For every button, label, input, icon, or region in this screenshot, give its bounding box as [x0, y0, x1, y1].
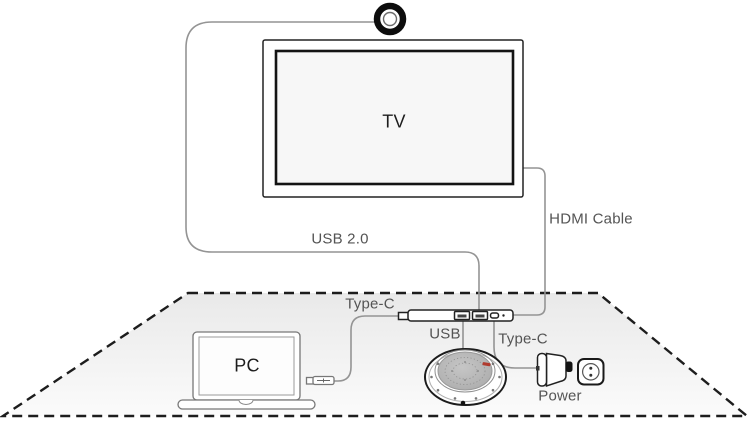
hub-usb-port-2-tongue [475, 314, 485, 318]
rim-led [436, 388, 440, 392]
hdmi-cable-label: HDMI Cable [549, 210, 633, 228]
tv-screen [274, 49, 515, 186]
rim-led [491, 388, 495, 392]
speakerphone-disk-ring [434, 349, 496, 393]
rim-led [436, 362, 440, 366]
power-label: Power [538, 387, 582, 405]
wall-socket [577, 358, 605, 386]
mute-indicator [482, 362, 491, 367]
hdmi-cable [513, 167, 546, 316]
usb-speaker-label: USB [429, 325, 461, 343]
usb2-cable [185, 21, 480, 312]
hub-usb-port-1-tongue [457, 314, 467, 318]
tv-display [262, 39, 524, 198]
speakerphone-button [460, 400, 466, 406]
grille-dot [464, 379, 466, 381]
pc-label: PC [234, 355, 260, 376]
rim-led [453, 397, 457, 400]
typec-pc-label: Type-C [345, 295, 395, 313]
grille-dot [451, 370, 453, 372]
socket-hole-top [589, 366, 593, 370]
rim-led [474, 397, 478, 400]
adapter-typec-inlet [536, 366, 540, 371]
tv-label: TV [382, 111, 406, 132]
webcam-icon [373, 2, 407, 36]
hub-led [502, 314, 505, 317]
speakerphone [424, 348, 507, 406]
rim-led [498, 375, 501, 379]
typec-cable-pc [333, 315, 400, 382]
socket-plate [577, 358, 605, 386]
rim-led [430, 375, 433, 379]
grille-dot [477, 370, 479, 372]
laptop [177, 331, 335, 410]
usb-hub [397, 309, 514, 322]
grille-dot [464, 361, 466, 363]
typec-power-label: Type-C [498, 330, 548, 348]
hub-typec-port [489, 312, 500, 319]
webcam-lens [382, 11, 398, 27]
socket-hole-bottom [589, 373, 593, 377]
laptop-screen [198, 336, 295, 396]
laptop-notch [238, 399, 254, 405]
usb2-cable-label: USB 2.0 [311, 230, 369, 248]
adapter-body [545, 352, 567, 388]
rim-led [491, 362, 495, 366]
socket-well [581, 362, 600, 381]
speakerphone-grille-texture-1 [444, 357, 486, 385]
power-adapter [536, 352, 573, 388]
adapter-prong [565, 361, 573, 372]
table-surface [0, 291, 751, 418]
